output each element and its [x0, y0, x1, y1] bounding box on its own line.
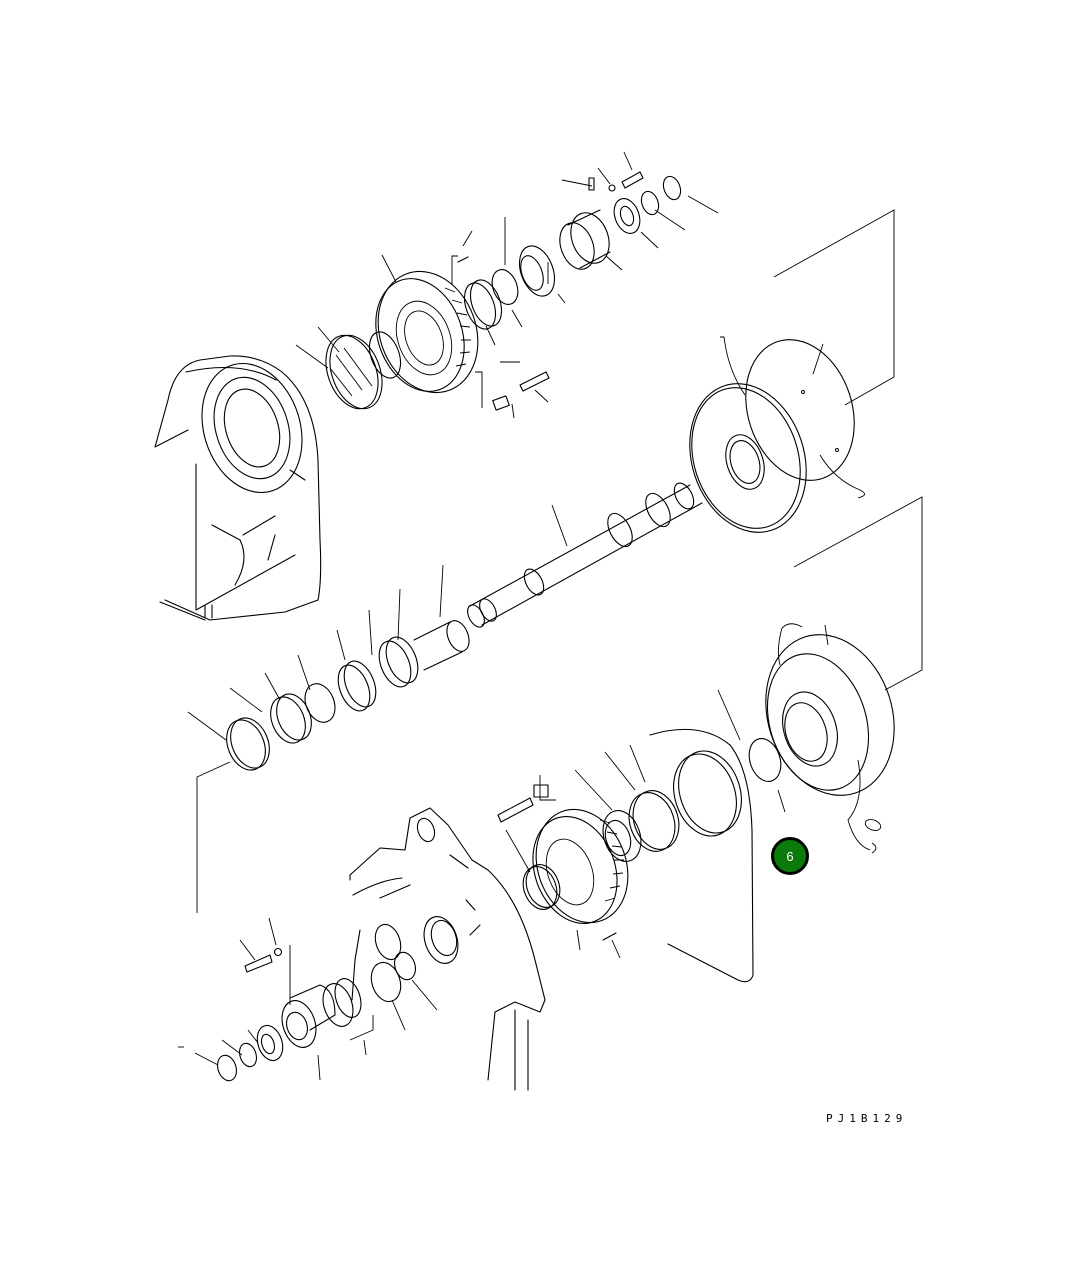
lower-drum — [649, 496, 923, 983]
upper-gear-assembly — [295, 151, 719, 419]
callout-label: 6 — [786, 848, 794, 864]
main-shaft — [467, 482, 703, 628]
lower-gear-assembly — [497, 744, 680, 959]
upper-housing — [154, 355, 322, 621]
left-bearing-stack — [187, 564, 470, 913]
diagram-reference-code: PJ1B129 — [826, 1112, 908, 1125]
lower-left-assembly — [178, 917, 374, 1082]
callout-badge[interactable]: 6 — [771, 837, 809, 875]
upper-drum — [689, 209, 895, 533]
lower-housing — [349, 807, 546, 1091]
